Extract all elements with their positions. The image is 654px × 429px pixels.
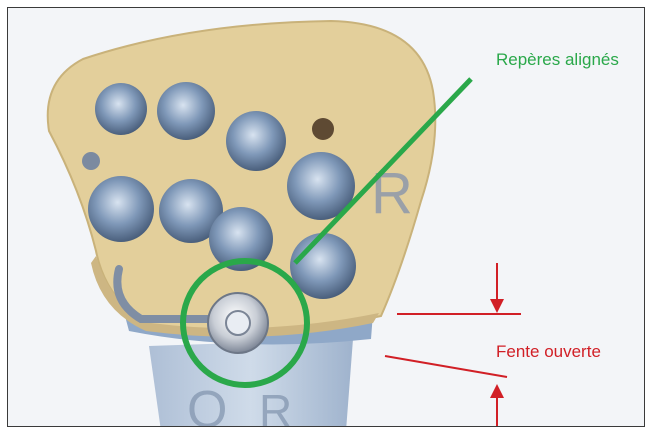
top-arrow-head xyxy=(490,299,504,313)
implant-illustration: R O R xyxy=(8,8,645,427)
locking-screw xyxy=(208,293,268,353)
plate-letter: R xyxy=(371,161,413,226)
bottom-arrow-head xyxy=(490,384,504,398)
bottom-reference-line xyxy=(385,356,507,377)
stem-letter-r: R xyxy=(259,385,292,427)
stem-letter-o: O xyxy=(187,381,227,427)
diagram-frame: R O R xyxy=(7,7,645,427)
open-slot-label: Fente ouverte xyxy=(496,342,601,362)
aligned-marks-label: Repères alignés xyxy=(496,50,619,70)
